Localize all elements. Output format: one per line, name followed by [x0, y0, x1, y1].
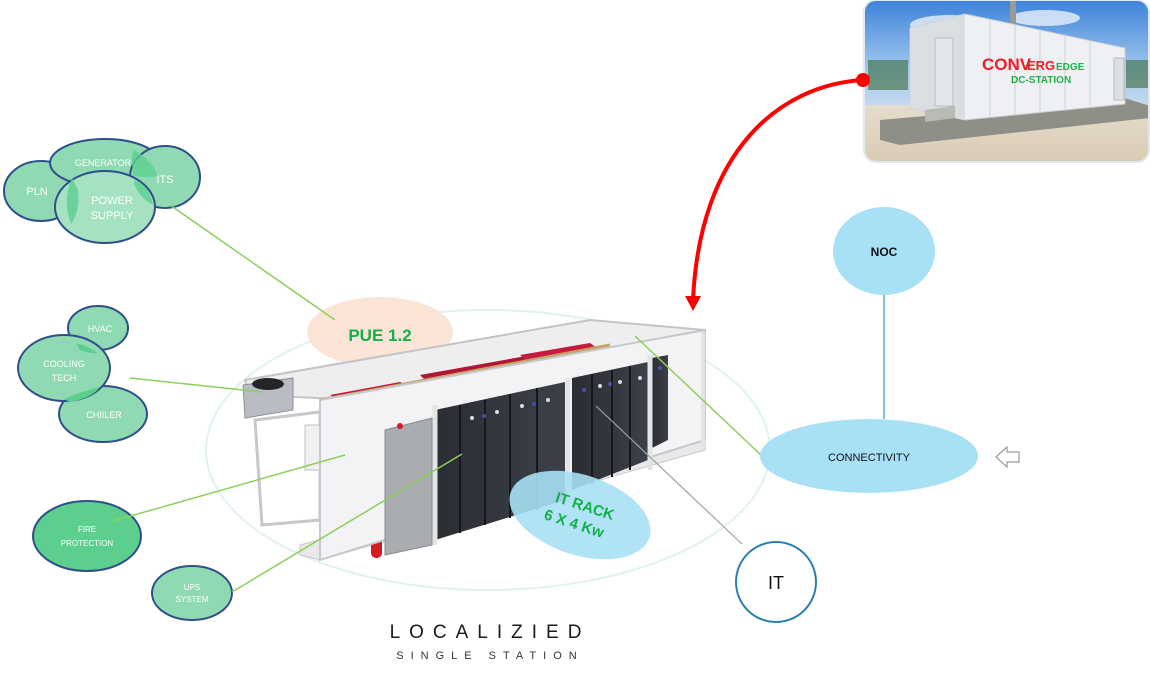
ups-system-label-1: UPS: [184, 583, 200, 592]
connectivity-node-group[interactable]: CONNECTIVITY: [760, 419, 978, 493]
overlap-gen-its: [132, 150, 158, 177]
arrow-curve: [691, 78, 864, 301]
generator-label: GENERATOR: [75, 158, 132, 168]
connector-fire-to-cylinder: [112, 454, 346, 522]
brand-green-2: EDGE: [1056, 62, 1085, 73]
noc-node-label: NOC: [871, 245, 898, 259]
dc-station-photo: CONV ERG EDGE DC-STATION: [864, 0, 1149, 162]
cooling-tech-label-2: TECH: [52, 373, 77, 383]
brand-line-2: DC-STATION: [1011, 75, 1071, 86]
overlap-cooling-chiller: [64, 387, 100, 402]
cooling-cluster: HVAC COOLING TECH CHIILER: [17, 305, 148, 443]
pue-label: PUE 1.2: [348, 326, 411, 345]
connector-power-to-pue: [169, 204, 336, 321]
fire-protection-node-group[interactable]: FIRE PROTECTION: [32, 500, 142, 572]
ups-system-label-2: SYSTEM: [176, 595, 209, 604]
brand-red: CONV: [982, 55, 1032, 74]
modular-datacenter-illustration: [242, 318, 706, 562]
red-curved-arrow: [685, 73, 870, 311]
connector-it-to-rack: [595, 405, 743, 545]
ups-system-node[interactable]: [151, 565, 233, 621]
pln-label: PLN: [26, 186, 47, 198]
connectivity-node[interactable]: [760, 419, 978, 493]
it-node[interactable]: [735, 541, 817, 623]
connector-cooling-to-unit: [129, 377, 263, 393]
chiller-label: CHIILER: [86, 410, 122, 420]
hvac-label: HVAC: [88, 324, 113, 334]
it-rack-bubble-group: IT RACK 6 X 4 Kw: [509, 470, 651, 560]
diagram-title: LOCALIZIED: [389, 622, 591, 643]
power-cluster: PLN GENERATOR ITS POWER SUPPLY: [3, 138, 201, 244]
it-rack-bubble: [509, 470, 651, 560]
overlap-pln-power: [66, 178, 79, 224]
cooling-tech-label-1: COOLING: [43, 359, 85, 369]
connectivity-node-label: CONNECTIVITY: [828, 452, 911, 464]
it-node-label: IT: [768, 573, 784, 593]
connector-ups-to-rack: [231, 453, 463, 593]
power-supply-label-2: SUPPLY: [91, 210, 134, 222]
noc-node[interactable]: [833, 207, 935, 295]
overlap-power-its: [134, 180, 153, 205]
it-node-group[interactable]: IT: [735, 541, 817, 623]
arrow-head-icon: [685, 296, 701, 311]
ups-system-node-group[interactable]: UPS SYSTEM: [151, 565, 233, 621]
fire-protection-label-2: PROTECTION: [61, 539, 114, 548]
brand-green-1: ERG: [1027, 58, 1055, 73]
connector-lines: [112, 204, 885, 593]
connector-connectivity-to-roof: [634, 335, 763, 457]
fire-protection-node[interactable]: [32, 500, 142, 572]
its-label: ITS: [156, 174, 173, 186]
power-supply-label-1: POWER: [91, 195, 133, 207]
noc-node-group[interactable]: NOC: [833, 207, 935, 295]
overlap-hvac-cooling: [76, 343, 98, 354]
power-supply-node[interactable]: [54, 170, 156, 244]
left-arrow-icon[interactable]: [995, 445, 1020, 469]
fire-protection-label-1: FIRE: [78, 525, 96, 534]
diagram-subtitle: SINGLE STATION: [396, 650, 584, 662]
